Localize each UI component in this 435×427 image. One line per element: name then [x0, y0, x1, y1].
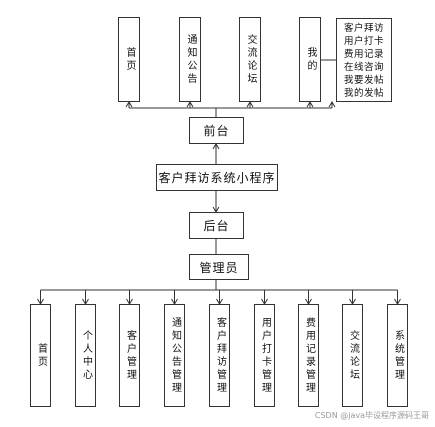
admin-module-profile: 个人中心	[75, 304, 96, 407]
admin-module-profile-label: 个人中心	[80, 329, 92, 382]
admin-box: 管理员	[189, 254, 249, 280]
mine-detail-line: 我要发帖	[343, 75, 384, 86]
front-module-mine-label: 我的	[305, 46, 316, 73]
admin-label: 管理员	[199, 260, 239, 275]
front-end-label: 前台	[203, 124, 230, 138]
front-module-notice-label: 通知公告	[185, 33, 196, 86]
admin-module-notice: 通知公告管理	[164, 304, 185, 407]
admin-module-system-label: 系统管理	[392, 329, 404, 382]
front-module-forum-label: 交流论坛	[245, 33, 256, 86]
arrow-up-icon	[186, 101, 194, 108]
system-label: 客户拜访系统小程序	[158, 171, 276, 185]
system-box: 客户拜访系统小程序	[156, 164, 278, 191]
mine-detail-line: 费用记录	[343, 49, 384, 60]
admin-module-expense-label: 费用记录管理	[303, 316, 315, 395]
watermark: CSDN @java毕设程序源码王哥	[314, 411, 429, 420]
mine-detail-line: 在线咨询	[343, 62, 384, 73]
arrow-up-icon	[246, 101, 254, 108]
admin-module-visit-label: 客户拜访管理	[214, 316, 226, 395]
admin-module-customer-label: 客户管理	[124, 329, 136, 382]
admin-module-forum: 交流论坛	[342, 304, 363, 407]
admin-module-checkin-label: 用户打卡管理	[259, 316, 271, 395]
mine-detail-note: 客户拜访 用户打卡 费用记录 在线咨询 我要发帖 我的发帖	[336, 18, 392, 102]
admin-module-system: 系统管理	[387, 304, 408, 407]
admin-module-visit: 客户拜访管理	[209, 304, 230, 407]
admin-module-customer: 客户管理	[119, 304, 140, 407]
front-module-notice: 通知公告	[179, 17, 201, 102]
front-module-home: 首页	[118, 17, 140, 102]
back-end-label: 后台	[203, 219, 230, 233]
admin-module-home: 首页	[30, 304, 51, 407]
front-end-box: 前台	[189, 117, 244, 144]
front-module-forum: 交流论坛	[239, 17, 261, 102]
arrow-up-icon	[212, 143, 220, 150]
arrow-up-icon	[328, 101, 336, 108]
arrow-up-icon	[125, 101, 133, 108]
mine-detail-line: 用户打卡	[343, 36, 384, 47]
front-module-home-label: 首页	[124, 46, 135, 73]
admin-module-forum-label: 交流论坛	[347, 329, 359, 382]
back-end-box: 后台	[189, 212, 244, 239]
admin-module-notice-label: 通知公告管理	[169, 316, 181, 395]
admin-module-expense: 费用记录管理	[298, 304, 319, 407]
mine-detail-line: 客户拜访	[343, 23, 384, 34]
admin-module-home-label: 首页	[35, 342, 47, 369]
admin-module-checkin: 用户打卡管理	[254, 304, 275, 407]
front-module-mine: 我的	[299, 17, 321, 102]
mine-detail-line: 我的发帖	[343, 88, 384, 99]
arrow-up-icon	[306, 101, 314, 108]
